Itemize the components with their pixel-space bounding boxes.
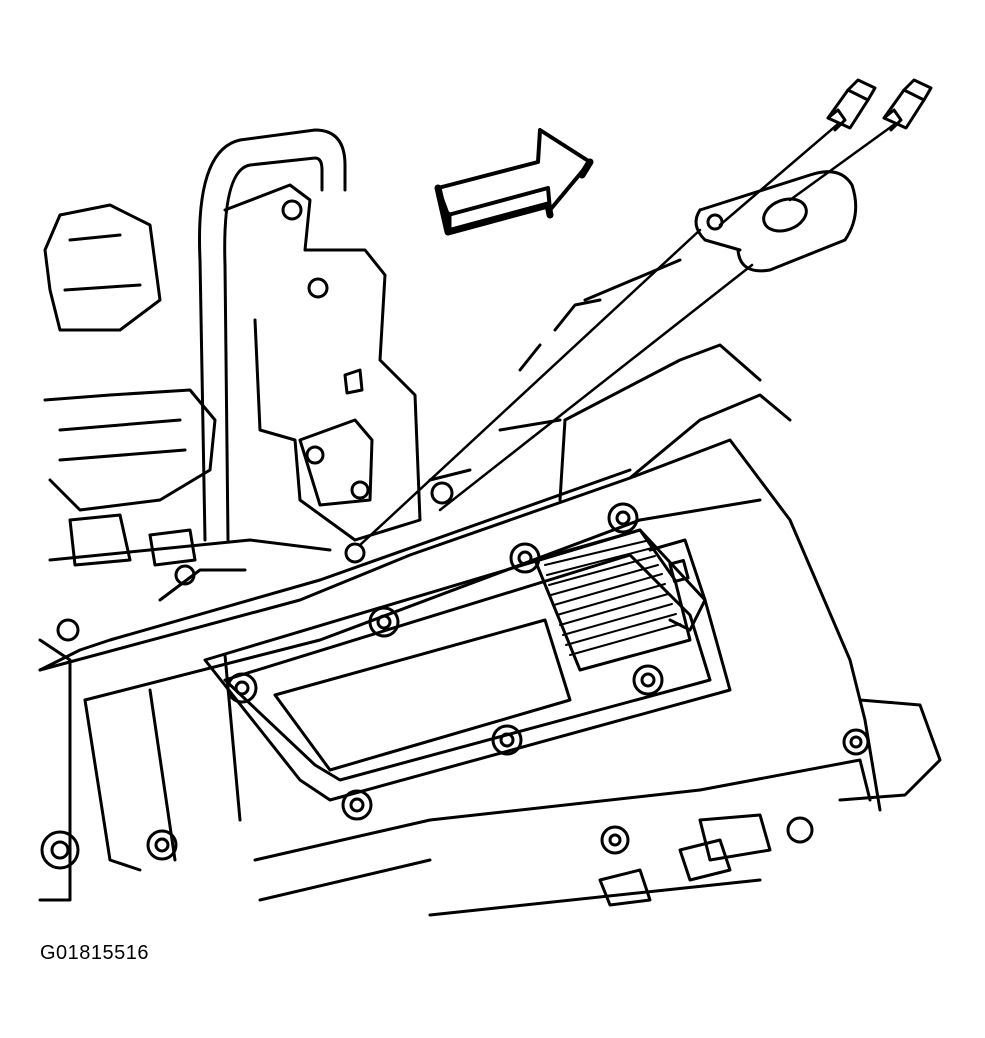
spacer-sleeve [694, 170, 858, 273]
engine-cover-illustration [38, 78, 942, 917]
lower-right-bracket [598, 698, 942, 907]
cover-mounting-bolts [146, 481, 870, 861]
engine-background-detail [38, 203, 332, 902]
ignition-coil [533, 528, 707, 672]
cover-bolts-exploded [826, 78, 933, 132]
coolant-tube [198, 128, 347, 542]
support-bracket [223, 183, 422, 542]
figure-id-label: G01815516 [40, 942, 150, 964]
direction-arrow-icon [434, 128, 594, 236]
alignment-guide-lines [358, 122, 897, 547]
valve-cover [38, 258, 882, 917]
